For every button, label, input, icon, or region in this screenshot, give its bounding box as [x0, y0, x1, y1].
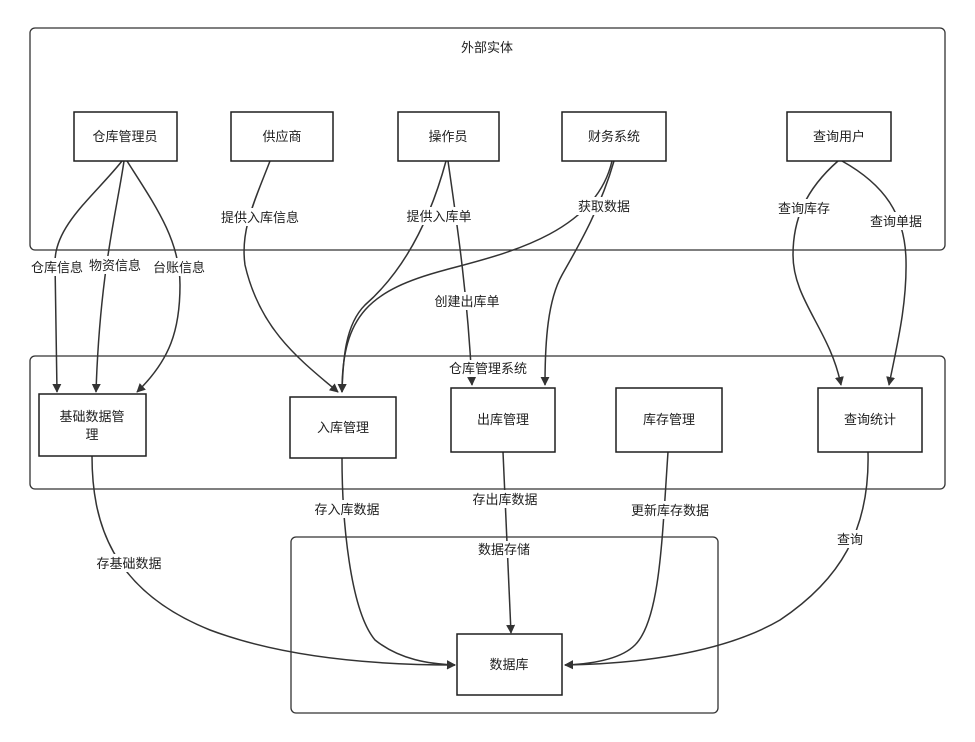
svg-text:存入库数据: 存入库数据 — [314, 502, 379, 518]
node-finance-system[interactable]: 财务系统 — [561, 111, 667, 162]
edge-label-store-outbound-data: 存出库数据 — [468, 490, 542, 508]
svg-text:存出库数据: 存出库数据 — [472, 492, 537, 508]
svg-text:数据库: 数据库 — [489, 657, 528, 673]
svg-text:查询用户: 查询用户 — [813, 129, 865, 145]
external-entities-title: 外部实体 — [461, 41, 513, 56]
node-operator[interactable]: 操作员 — [397, 111, 500, 162]
svg-text:基础数据管: 基础数据管 — [59, 410, 124, 425]
svg-text:获取数据: 获取数据 — [578, 200, 630, 215]
svg-text:查询统计: 查询统计 — [844, 413, 896, 428]
svg-text:出库管理: 出库管理 — [477, 412, 529, 428]
edge-operator-outbound — [447, 160, 477, 386]
node-basic-data-management[interactable]: 基础数据管 理 — [38, 393, 147, 457]
svg-text:查询: 查询 — [837, 533, 863, 548]
edge-finance-outbound — [540, 160, 615, 386]
svg-text:创建出库单: 创建出库单 — [434, 294, 499, 310]
node-inbound-management[interactable]: 入库管理 — [289, 396, 397, 459]
svg-text:仓库管理员: 仓库管理员 — [92, 129, 157, 145]
svg-text:提供入库信息: 提供入库信息 — [221, 210, 299, 226]
data-storage-group — [290, 536, 719, 714]
edge-admin-basic-material-info — [91, 160, 125, 393]
edge-admin-basic-warehouse-info — [52, 160, 123, 393]
svg-text:提供入库单: 提供入库单 — [406, 209, 471, 225]
node-supplier[interactable]: 供应商 — [230, 111, 334, 162]
edge-label-warehouse-info: 仓库信息 — [29, 258, 85, 276]
edge-admin-basic-ledger-info — [126, 160, 181, 393]
edge-label-supply-inbound-info: 提供入库信息 — [215, 208, 305, 226]
svg-text:更新库存数据: 更新库存数据 — [631, 503, 709, 519]
edge-label-create-outbound-slip: 创建出库单 — [430, 292, 504, 310]
edge-user-query-slip — [841, 160, 907, 386]
svg-text:查询单据: 查询单据 — [870, 215, 922, 230]
node-warehouse-admin[interactable]: 仓库管理员 — [73, 111, 178, 162]
edge-user-query-stock — [792, 160, 844, 386]
edge-supplier-inbound — [243, 160, 339, 393]
edge-label-query-slip: 查询单据 — [866, 212, 927, 230]
svg-text:供应商: 供应商 — [262, 129, 301, 145]
node-database[interactable]: 数据库 — [456, 633, 563, 696]
svg-text:入库管理: 入库管理 — [317, 420, 369, 436]
svg-text:财务系统: 财务系统 — [588, 129, 640, 145]
svg-text:仓库信息: 仓库信息 — [31, 260, 83, 276]
warehouse-system-title: 仓库管理系统 — [449, 361, 527, 377]
edge-query-to-db — [564, 451, 869, 670]
svg-text:台账信息: 台账信息 — [153, 260, 205, 276]
edge-label-query-stock: 查询库存 — [774, 199, 835, 217]
node-inventory-management[interactable]: 库存管理 — [615, 387, 723, 453]
edge-inventory-to-db — [564, 451, 669, 670]
edge-finance-inbound — [337, 160, 613, 393]
edge-basic-to-db — [91, 455, 456, 670]
node-outbound-management[interactable]: 出库管理 — [450, 387, 556, 453]
warehouse-system-group — [29, 355, 946, 490]
edge-label-update-stock-data: 更新库存数据 — [627, 501, 714, 519]
edge-label-store-inbound-data: 存入库数据 — [310, 500, 384, 518]
edge-label-supply-inbound-slip: 提供入库单 — [402, 207, 477, 225]
svg-text:库存管理: 库存管理 — [643, 412, 695, 428]
svg-text:查询库存: 查询库存 — [778, 201, 830, 217]
data-storage-title: 数据存储 — [478, 543, 530, 558]
svg-text:操作员: 操作员 — [428, 129, 467, 145]
svg-text:理: 理 — [85, 428, 98, 443]
svg-text:物资信息: 物资信息 — [89, 258, 141, 274]
node-query-statistics[interactable]: 查询统计 — [817, 387, 923, 453]
edge-label-get-data: 获取数据 — [574, 197, 634, 215]
edge-operator-inbound — [337, 160, 447, 393]
node-query-user[interactable]: 查询用户 — [786, 111, 892, 162]
svg-text:存基础数据: 存基础数据 — [96, 557, 161, 572]
edge-label-query: 查询 — [834, 530, 866, 548]
edge-label-material-info: 物资信息 — [86, 256, 144, 274]
edge-label-store-basic-data: 存基础数据 — [93, 554, 166, 572]
external-entities-group — [29, 27, 946, 251]
edge-label-ledger-info: 台账信息 — [150, 258, 208, 276]
